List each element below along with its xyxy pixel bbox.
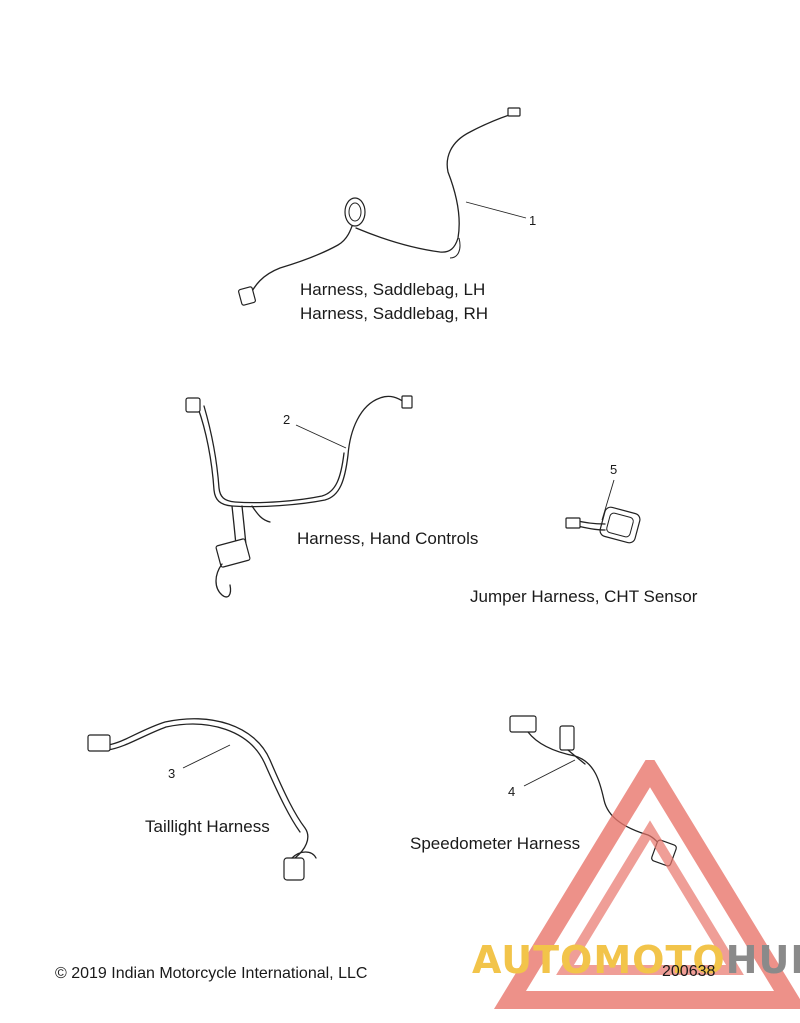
connector-lh	[238, 286, 256, 306]
taillight-connector	[87, 734, 111, 752]
hand-controls-plug	[185, 397, 201, 413]
label-hand-controls: Harness, Hand Controls	[297, 529, 479, 548]
callout-1: 1	[529, 213, 537, 228]
connector-end	[507, 107, 521, 117]
watermark-text-part1: AUTOMOTO	[472, 938, 726, 982]
copyright-text: © 2019 Indian Motorcycle International, …	[55, 965, 368, 982]
wire-coil	[344, 197, 366, 227]
label-speedometer: Speedometer Harness	[410, 834, 581, 853]
cht-sensor-harness-drawing	[565, 479, 641, 544]
watermark-text: AUTOMOTOHUB	[472, 938, 800, 982]
hand-controls-harness-drawing	[185, 395, 413, 598]
label-taillight: Taillight Harness	[145, 817, 270, 836]
callout-4: 4	[508, 784, 516, 799]
hand-controls-connector	[215, 538, 251, 568]
label-saddlebag-lh: Harness, Saddlebag, LH	[300, 280, 486, 299]
taillight-harness-drawing	[87, 718, 317, 881]
callout-5: 5	[610, 462, 618, 477]
callout-2: 2	[283, 412, 291, 427]
automotohub-watermark-logo	[493, 760, 800, 1009]
label-cht-sensor: Jumper Harness, CHT Sensor	[470, 587, 698, 606]
taillight-plug	[283, 857, 305, 881]
speedometer-connector-b	[559, 725, 575, 751]
cht-sensor-connector	[599, 506, 641, 544]
watermark-text-part2: HUB	[725, 938, 800, 982]
callout-3: 3	[168, 766, 176, 781]
label-saddlebag-rh: Harness, Saddlebag, RH	[300, 304, 489, 323]
figure-number: 200638	[662, 963, 716, 980]
saddlebag-harness-drawing	[238, 107, 527, 306]
speedometer-connector-a	[509, 715, 537, 733]
